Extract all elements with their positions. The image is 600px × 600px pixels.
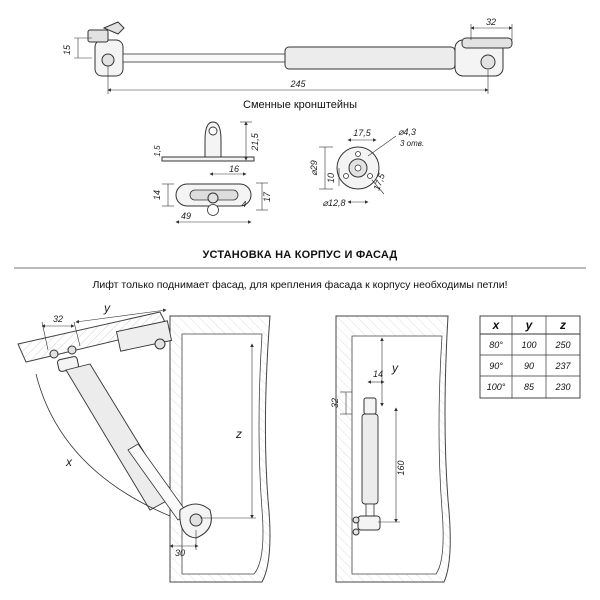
piston-rod xyxy=(122,53,286,63)
bracket-a-ear-hole xyxy=(208,126,218,136)
dim-hole-count-label: 3 отв. xyxy=(400,139,424,148)
dim-15-label: 15 xyxy=(62,44,72,55)
dim-49-label: 49 xyxy=(181,211,191,221)
bracket-b-hole-2 xyxy=(343,173,349,179)
dim-10-label: 10 xyxy=(326,173,336,183)
hinge-pivot xyxy=(154,338,166,350)
x-arc xyxy=(35,373,171,517)
dim-32-label: 32 xyxy=(486,17,496,27)
dim-245-label: 245 xyxy=(289,79,306,89)
bracket-b-hole-3 xyxy=(367,173,373,179)
side-dim-30-label: 30 xyxy=(175,548,185,558)
front-label-y: y xyxy=(391,361,399,375)
xyz-table: x y z 80° 100 250 90° 90 237 100° 85 230 xyxy=(479,315,581,399)
brackets-caption: Сменные кронштейны xyxy=(243,99,357,111)
table-cell: 85 xyxy=(524,382,535,392)
front-dim-14-label: 14 xyxy=(373,369,383,379)
door-screw-1 xyxy=(49,349,59,359)
front-top-bracket xyxy=(363,397,377,415)
side-label-x: x xyxy=(65,455,73,469)
front-spring-cylinder xyxy=(361,413,379,505)
side-label-z: z xyxy=(235,427,242,441)
left-pivot xyxy=(101,53,115,67)
dim-1-5-label: 1,5 xyxy=(153,145,162,157)
table-cell: 230 xyxy=(554,382,570,392)
dim-4-label: 4 xyxy=(242,200,247,209)
bracket-b-drawing: 17,5 ⌀4,3 3 отв. ⌀29 10 17,5 ⌀12,8 xyxy=(309,127,424,208)
table-header-x: x xyxy=(492,318,501,332)
front-bottom-bracket xyxy=(357,515,381,531)
side-dim-line-y xyxy=(75,308,167,324)
table-cell: 90° xyxy=(489,361,503,371)
table-cell: 100° xyxy=(487,382,506,392)
table-header-y: y xyxy=(525,318,534,332)
installation-heading: УСТАНОВКА НА КОРПУС И ФАСАД xyxy=(203,249,398,261)
table-header-z: z xyxy=(559,318,566,332)
dim-16-label: 16 xyxy=(229,164,239,174)
hinge-warning-note: Лифт только поднимает фасад, для креплен… xyxy=(92,279,507,291)
table-cell: 80° xyxy=(489,340,503,350)
dim-17-5-top-label: 17,5 xyxy=(353,128,372,138)
table-cell: 250 xyxy=(554,340,570,350)
left-mount-clip xyxy=(102,21,125,35)
table-cell: 237 xyxy=(554,361,571,371)
dim-17-label: 17 xyxy=(262,191,272,202)
dim-line-17-5-diag xyxy=(371,179,385,195)
dim-hole-diameter-label: ⌀4,3 xyxy=(398,127,416,137)
side-dim-32-label: 32 xyxy=(53,314,63,324)
table-cell: 90 xyxy=(524,361,534,371)
table-cell: 100 xyxy=(521,340,536,350)
door-screw-2 xyxy=(67,345,77,355)
right-pivot xyxy=(480,54,496,70)
bracket-a-hinge xyxy=(207,192,219,204)
right-mount-plate xyxy=(461,37,513,49)
bracket-a-drawing: 21,5 1,5 16 14 4 17 49 xyxy=(152,121,272,224)
bracket-b-hole-1 xyxy=(355,151,361,157)
hole-leader xyxy=(367,135,397,157)
dim-12-8-label: ⌀12,8 xyxy=(323,198,346,208)
front-screw-1 xyxy=(352,516,360,524)
front-screw-2 xyxy=(352,528,360,536)
dim-29-label: ⌀29 xyxy=(309,160,319,175)
side-label-y: y xyxy=(103,301,111,315)
front-view-installation: y 14 32 160 xyxy=(330,315,451,583)
bracket-a-screw-hole xyxy=(207,204,219,216)
bracket-a-base xyxy=(161,156,255,162)
front-dim-32-label: 32 xyxy=(330,398,340,408)
gas-spring-top-view: 15 32 245 Сменные кронштейны xyxy=(62,17,513,111)
front-dim-160-label: 160 xyxy=(396,460,406,475)
body-bracket-pivot xyxy=(189,513,203,527)
dim-14-label: 14 xyxy=(152,190,162,200)
left-mount-plate xyxy=(87,29,109,43)
dim-21-5-label: 21,5 xyxy=(250,132,260,152)
spring-cylinder xyxy=(284,46,456,70)
door-hinge xyxy=(115,320,173,352)
side-view-installation: x 32 y z 30 xyxy=(17,301,271,583)
